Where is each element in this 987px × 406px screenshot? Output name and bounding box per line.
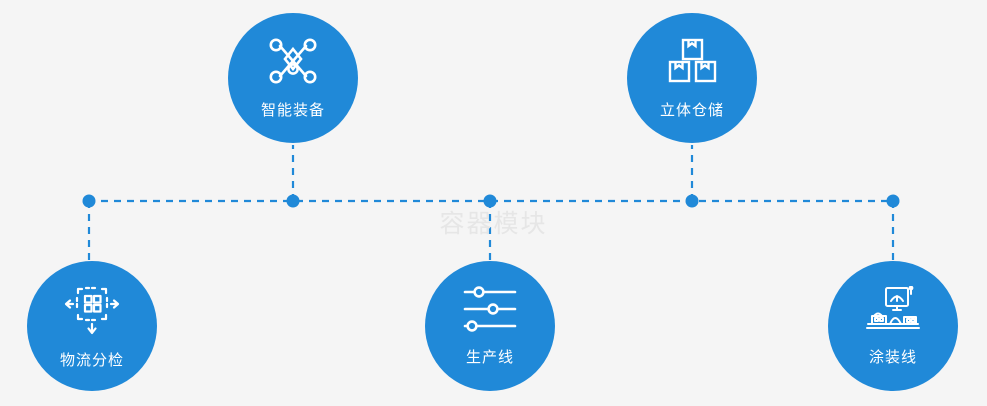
sliders-icon [462, 285, 518, 332]
stacked-boxes-icon [667, 37, 717, 85]
node-label-painting-line: 涂装线 [868, 348, 917, 366]
node-label-logistics-sorting: 物流分检 [59, 351, 124, 369]
node-label-stereoscopic-warehouse: 立体仓储 [659, 101, 724, 119]
junction-dot-3 [483, 194, 497, 208]
network-nodes-icon [267, 37, 319, 85]
junction-dot-2 [286, 194, 300, 208]
node-painting-line[interactable]: 涂装线 [828, 261, 958, 391]
junction-dot-4 [685, 194, 699, 208]
node-label-production-line: 生产线 [465, 348, 514, 366]
node-stereoscopic-warehouse[interactable]: 立体仓储 [627, 13, 757, 143]
sorting-arrows-icon [64, 283, 120, 335]
node-logistics-sorting[interactable]: 物流分检 [27, 261, 157, 391]
factory-monitor-icon [864, 285, 922, 332]
junction-dot-5 [886, 194, 900, 208]
node-production-line[interactable]: 生产线 [425, 261, 555, 391]
node-label-intelligent-equipment: 智能装备 [260, 101, 325, 119]
node-intelligent-equipment[interactable]: 智能装备 [228, 13, 358, 143]
center-watermark: 容器模块 [439, 210, 548, 238]
junction-dot-1 [82, 194, 96, 208]
